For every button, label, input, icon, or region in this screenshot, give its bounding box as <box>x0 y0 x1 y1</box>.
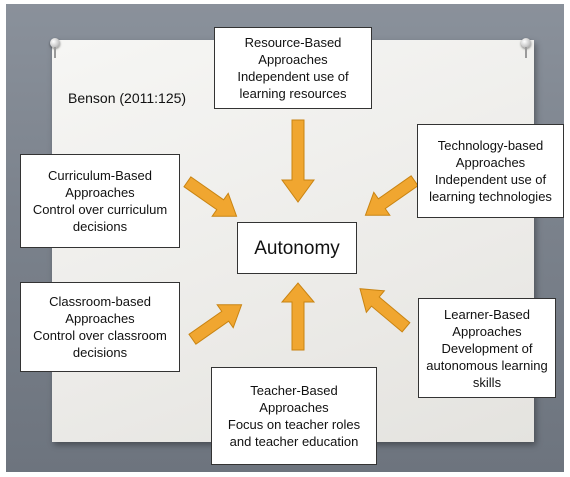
box-title: Technology-based <box>437 138 544 153</box>
classroom-based-box: Classroom-based Approaches Control over … <box>20 282 180 372</box>
pin-icon <box>48 38 62 58</box>
arrow-from-teacher <box>280 282 316 351</box>
resource-based-box: Resource-Based Approaches Independent us… <box>214 27 372 109</box>
arrow-from-classroom <box>188 304 243 345</box>
box-title: Approaches <box>258 52 328 67</box>
box-title: Approaches <box>452 323 522 339</box>
teacher-based-box: Teacher-Based Approaches Focus on teache… <box>211 367 377 465</box>
box-title: Curriculum-Based <box>47 168 153 183</box>
box-title: Approaches <box>65 311 135 326</box>
box-description: Independent use of <box>237 69 349 84</box>
arrow-from-technology <box>364 175 419 216</box>
box-title: Learner-Based <box>444 306 530 322</box>
box-description: Control over classroom <box>33 328 167 343</box>
autonomy-box: Autonomy <box>237 222 357 274</box>
learner-based-box: Learner-Based Approaches Development of … <box>418 298 556 398</box>
citation-label: Benson (2011:125) <box>68 90 187 106</box>
box-description: skills <box>472 374 502 390</box>
box-title: Approaches <box>65 185 135 200</box>
curriculum-based-box: Curriculum-Based Approaches Control over… <box>20 154 180 248</box>
autonomy-label: Autonomy <box>254 237 340 259</box>
box-description: Development of <box>441 340 533 356</box>
box-title: Approaches <box>259 400 329 415</box>
box-title: Approaches <box>455 155 526 170</box>
box-description: autonomous learning <box>426 357 548 373</box>
box-description: Focus on teacher roles <box>227 417 361 432</box>
pin-icon <box>519 38 533 58</box>
box-title: Resource-Based <box>244 35 342 50</box>
box-title: Teacher-Based <box>250 383 338 398</box>
box-description: learning technologies <box>429 189 552 204</box>
box-title: Classroom-based <box>49 294 151 309</box>
arrow-from-learner <box>359 288 411 333</box>
box-description: decisions <box>72 345 128 360</box>
box-description: Control over curriculum <box>32 202 168 217</box>
box-description: decisions <box>72 219 128 234</box>
arrow-from-curriculum <box>183 176 238 217</box>
technology-based-box: Technology-based Approaches Independent … <box>417 124 564 218</box>
arrow-from-resource <box>281 119 315 203</box>
box-description: Independent use of <box>434 172 547 187</box>
box-description: and teacher education <box>229 434 359 449</box>
box-description: learning resources <box>239 86 347 101</box>
